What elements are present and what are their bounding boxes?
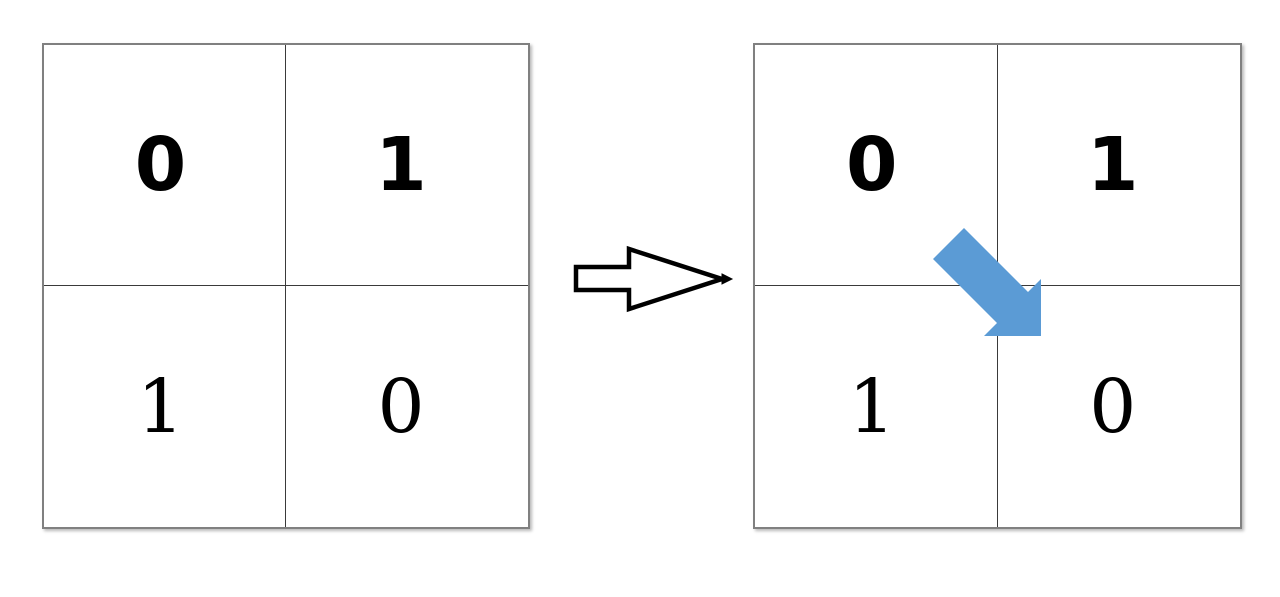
right-matrix: 0 1 1 0 [753,43,1242,529]
left-matrix-cell-r0c0: 0 [44,45,286,286]
right-matrix-cell-r1c0: 1 [755,286,998,527]
cell-value: 1 [848,363,896,450]
transition-arrow-body [573,245,730,313]
right-matrix-cell-r0c0: 0 [755,45,998,286]
left-matrix-cell-r1c1: 0 [286,286,528,527]
left-matrix-cell-r1c0: 1 [44,286,286,527]
left-matrix-cell-r0c1: 1 [286,45,528,286]
cell-value: 1 [136,363,185,450]
diagonal-arrow-body [933,228,1041,336]
diagonal-arrow [933,228,1041,336]
left-matrix: 0 1 1 0 [42,43,530,529]
cell-value: 0 [377,363,425,450]
cell-value: 1 [375,122,427,208]
transition-arrow [573,245,734,313]
cell-value: 1 [1087,122,1139,208]
transition-arrow-tip [721,273,734,285]
cell-value: 0 [846,122,898,208]
cell-value: 0 [1089,363,1137,450]
cell-value: 0 [134,122,187,208]
right-matrix-cell-r0c1: 1 [997,45,1240,286]
right-matrix-cell-r1c1: 0 [998,286,1241,527]
